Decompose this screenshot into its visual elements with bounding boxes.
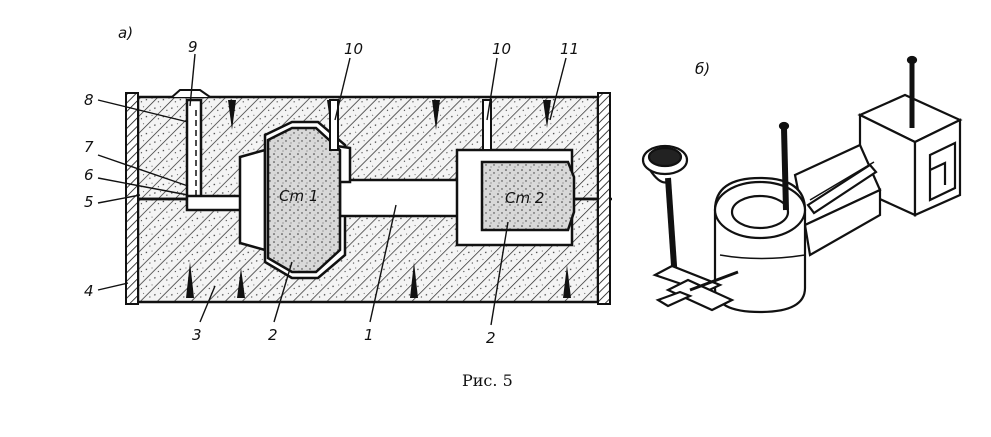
leader-lines [97, 53, 567, 326]
cavity-left-flange [238, 148, 267, 252]
panel-b-label: б) [695, 60, 710, 78]
casting-arm [793, 143, 882, 257]
callout-1: 1 [364, 326, 374, 344]
callout-2-right: 2 [486, 329, 496, 347]
panel-a-label: а) [118, 24, 133, 42]
callout-4: 4 [84, 282, 94, 300]
figure-caption: Рис. 5 [462, 371, 513, 390]
callout-8: 8 [84, 91, 94, 109]
mould-assembly: Cm 1 Cm 2 [125, 89, 612, 305]
riser-right [482, 99, 492, 151]
sprue [185, 98, 203, 207]
callout-3: 3 [192, 326, 202, 344]
core-1-label: Cm 1 [279, 187, 318, 205]
callout-2-left: 2 [268, 326, 278, 344]
core-2 [480, 160, 576, 232]
callout-5: 5 [84, 193, 94, 211]
runner [185, 194, 244, 212]
flask-wall-right [597, 92, 611, 305]
callout-7: 7 [84, 138, 94, 156]
callout-6: 6 [84, 166, 94, 184]
core-2-label: Cm 2 [505, 189, 544, 207]
cavity-arm [338, 178, 462, 218]
flask-wall-left [125, 92, 139, 305]
callout-10-left: 10 [344, 40, 363, 58]
casting-left-boss [713, 176, 807, 314]
core-1 [266, 126, 342, 274]
callouts: 9 8 7 6 5 4 3 2 1 2 10 10 11 [84, 38, 579, 347]
sprue-assembly [641, 144, 739, 312]
callout-11: 11 [560, 40, 579, 58]
riser-left [329, 99, 339, 151]
riser-pin-1 [781, 127, 789, 211]
callout-9: 9 [188, 38, 198, 56]
callout-10-right: 10 [492, 40, 511, 58]
panel-b: б) [641, 55, 963, 314]
panel-a: а) [84, 24, 612, 347]
